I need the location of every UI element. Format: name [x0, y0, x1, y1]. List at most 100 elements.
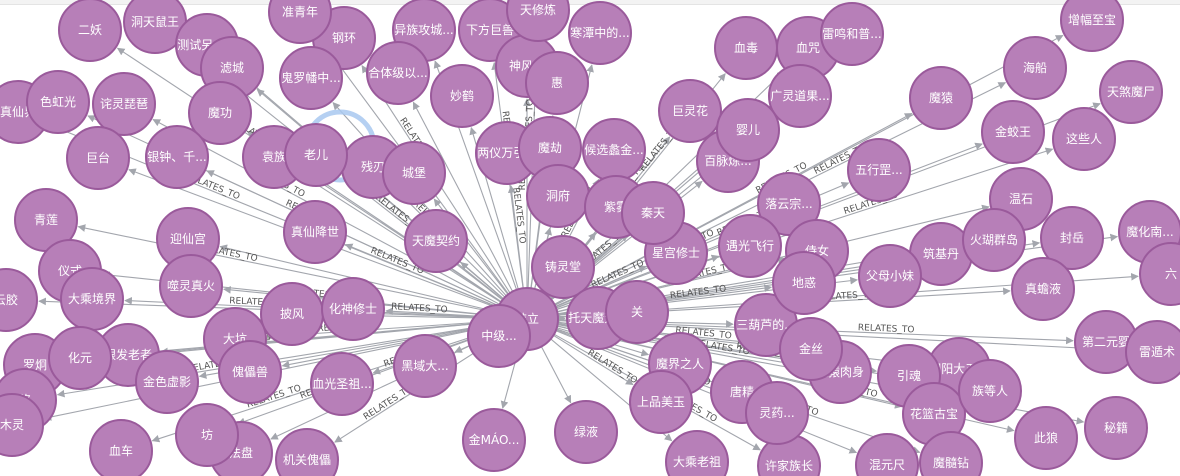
node-label: 星宫修士 — [652, 245, 700, 260]
node-n19[interactable]: 鬼罗幡中... — [279, 46, 343, 110]
node-n58[interactable]: 云胶 — [0, 268, 38, 332]
node-n2[interactable]: 洞天鼠王 — [123, 0, 187, 54]
node-label: 广灵道果... — [770, 89, 829, 103]
node-n94[interactable]: 混元尺 — [855, 433, 919, 476]
node-n68[interactable]: 中级... — [467, 304, 531, 368]
edge-n90 — [270, 331, 500, 440]
node-n91[interactable]: 机关傀儡 — [275, 428, 339, 476]
node-n98[interactable]: 六 — [1139, 242, 1180, 306]
node-label: 五行罡... — [855, 163, 902, 177]
node-n29[interactable]: 银钟、千... — [145, 125, 209, 189]
node-n81[interactable]: 上品美玉 — [629, 370, 693, 434]
node-n43[interactable]: 洞府 — [526, 164, 590, 228]
node-label: 真蟾液 — [1025, 281, 1061, 296]
node-n56[interactable]: 父母小妹 — [858, 244, 922, 308]
node-circle — [768, 64, 832, 128]
node-n41[interactable]: 真仙降世 — [283, 200, 347, 264]
node-n28[interactable]: 巨台 — [66, 126, 130, 190]
node-n42[interactable]: 天魔契约 — [404, 209, 468, 273]
node-circle — [568, 1, 632, 65]
node-n32[interactable]: 城堡 — [382, 141, 446, 205]
node-n93[interactable]: 许家族长 — [757, 434, 821, 476]
node-n24[interactable]: 广灵道果... — [768, 64, 832, 128]
node-n92[interactable]: 大乘老祖 — [665, 430, 729, 476]
node-n39[interactable]: 青莲 — [14, 188, 78, 252]
node-n61[interactable]: 化神修士 — [321, 277, 385, 341]
node-label: 惠 — [551, 76, 563, 90]
node-circle — [716, 98, 780, 162]
node-n16[interactable]: 色虹光 — [26, 70, 90, 134]
node-n49[interactable]: 火瑚群岛 — [962, 208, 1026, 272]
node-n20[interactable]: 合体级以... — [366, 41, 430, 105]
node-n109[interactable]: 老儿 — [284, 123, 348, 187]
node-n108[interactable]: 惠 — [525, 51, 589, 115]
node-n99[interactable]: 坊 — [175, 403, 239, 467]
node-circle — [757, 172, 821, 236]
node-n100[interactable]: 族等人 — [958, 359, 1022, 423]
node-n85[interactable]: 金MÁO... — [462, 408, 526, 472]
node-n89[interactable]: 血车 — [89, 419, 153, 476]
node-n95[interactable]: 魔髓钻 — [919, 431, 983, 476]
node-n54[interactable]: 铸灵堂 — [531, 235, 595, 299]
node-n107[interactable]: 灵药... — [745, 381, 809, 445]
node-label: 六 — [1165, 267, 1177, 281]
node-n45[interactable]: 落云宗... — [757, 172, 821, 236]
node-n84[interactable]: 木灵 — [0, 393, 44, 457]
node-n59[interactable]: 大乘境界 — [60, 267, 124, 331]
node-n106[interactable]: 婴儿 — [716, 98, 780, 162]
node-label: 准青年 — [282, 5, 318, 19]
node-n23[interactable]: 巨灵花 — [658, 79, 722, 143]
node-n40[interactable]: 迎仙宫 — [156, 207, 220, 271]
node-n72[interactable]: 傀儡兽 — [218, 340, 282, 404]
node-n48[interactable]: 筑基丹 — [909, 222, 973, 286]
node-label: 灵药... — [759, 406, 794, 420]
node-n66[interactable]: 雷遁术 — [1125, 320, 1180, 384]
node-n11[interactable]: 雷鸣和普... — [820, 2, 884, 66]
node-n104[interactable]: 关 — [605, 280, 669, 344]
node-n87[interactable]: 此狼 — [1014, 406, 1078, 470]
node-n105[interactable]: 秦天 — [621, 181, 685, 245]
node-label: 海船 — [1023, 60, 1047, 75]
node-n8[interactable]: 寒潭中的... — [568, 1, 632, 65]
node-n9[interactable]: 血毒 — [714, 16, 778, 80]
node-label: 青莲 — [34, 213, 58, 227]
node-n65[interactable]: 第二元婴 — [1074, 310, 1138, 374]
node-n35[interactable]: 候选蠡金... — [582, 118, 646, 182]
node-n50[interactable]: 封岳 — [1040, 206, 1104, 270]
node-n73[interactable]: 黑域大... — [393, 334, 457, 398]
node-circle — [605, 280, 669, 344]
node-n26[interactable]: 金蛟王 — [981, 100, 1045, 164]
node-n53[interactable]: 噬灵真火 — [159, 254, 223, 318]
node-n14[interactable]: 天煞魔尸 — [1099, 60, 1163, 124]
node-n37[interactable]: 五行罡... — [847, 138, 911, 202]
node-n34[interactable]: 魔劫 — [518, 116, 582, 180]
node-label: 雷鸣和普... — [822, 26, 881, 41]
node-n12[interactable]: 增幅至宝 — [1060, 0, 1124, 52]
node-circle — [58, 0, 122, 62]
node-label: 天魔契约 — [412, 233, 460, 248]
node-n88[interactable]: 秘籍 — [1084, 396, 1148, 460]
node-n103[interactable]: 地惑 — [772, 251, 836, 315]
node-n17[interactable]: 诧灵琵琶 — [92, 72, 156, 136]
node-n71[interactable]: 化元 — [48, 326, 112, 390]
node-n7[interactable]: 下方巨兽 — [458, 0, 522, 62]
node-n97[interactable]: 天修炼 — [506, 0, 570, 42]
node-n79[interactable]: 血光圣祖... — [310, 352, 374, 416]
node-n101[interactable]: 金丝 — [779, 317, 843, 381]
node-n25[interactable]: 魔猿 — [909, 66, 973, 130]
node-n96[interactable]: 准青年 — [268, 0, 332, 44]
node-label: 大乘老祖 — [673, 454, 721, 469]
node-n86[interactable]: 绿液 — [554, 400, 618, 464]
node-n1[interactable]: 二妖 — [58, 0, 122, 62]
node-n60[interactable]: 披风 — [260, 282, 324, 346]
node-circle — [525, 51, 589, 115]
node-n27[interactable]: 这些人 — [1052, 107, 1116, 171]
node-n22[interactable]: 妙鹤 — [430, 64, 494, 128]
node-n57[interactable]: 真蟾液 — [1011, 257, 1075, 321]
node-n18[interactable]: 魔功 — [188, 81, 252, 145]
node-n46[interactable]: 遇光飞行 — [718, 214, 782, 278]
node-n13[interactable]: 海船 — [1003, 36, 1067, 100]
node-n78[interactable]: 金色虚影 — [135, 350, 199, 414]
